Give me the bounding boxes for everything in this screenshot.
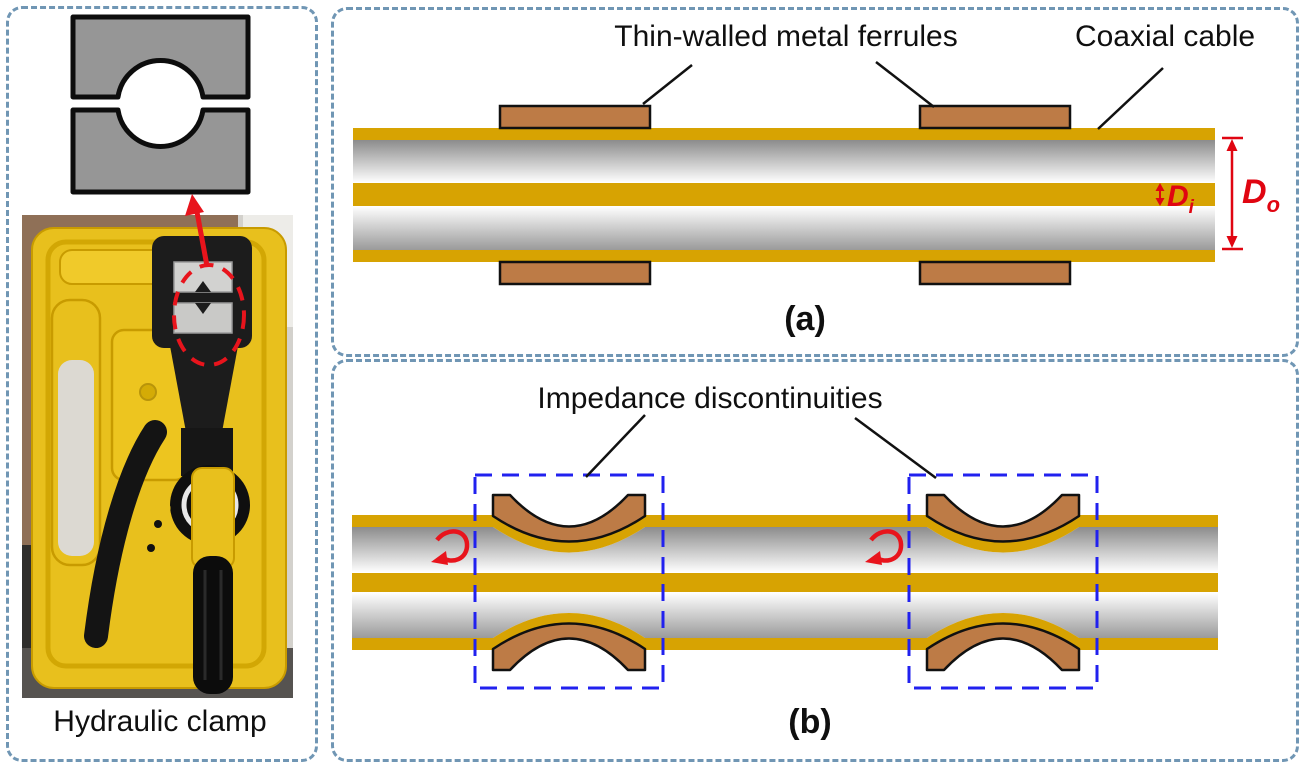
panel-a-crimp-before [331, 7, 1299, 357]
outer-diameter-label: Do [1242, 173, 1280, 218]
panel-a-label: (a) [784, 300, 826, 338]
panel-b-crimp-after [331, 359, 1299, 762]
hydraulic-clamp-caption: Hydraulic clamp [53, 705, 267, 738]
inner-diameter-subscript: i [1188, 197, 1194, 218]
outer-diameter-subscript: o [1266, 192, 1281, 217]
ferrules-label: Thin-walled metal ferrules [614, 20, 958, 53]
hydraulic-clamp-panel [6, 6, 318, 762]
outer-diameter-symbol: D [1242, 173, 1267, 211]
inner-diameter-symbol: D [1167, 180, 1189, 213]
panel-b-label: (b) [788, 703, 832, 741]
inner-diameter-label: Di [1167, 180, 1194, 219]
impedance-discontinuities-label: Impedance discontinuities [537, 382, 883, 415]
cable-label: Coaxial cable [1074, 20, 1256, 53]
